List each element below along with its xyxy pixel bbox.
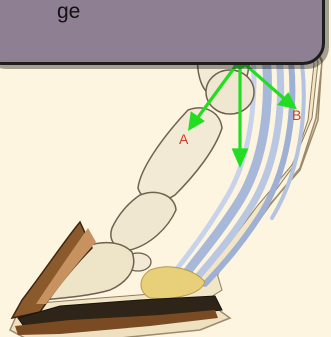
banner-text: ge (57, 0, 80, 24)
label-b: B (292, 107, 301, 123)
fetlock-joint (206, 70, 254, 114)
label-a: A (179, 131, 189, 147)
title-banner: ge (0, 0, 325, 65)
